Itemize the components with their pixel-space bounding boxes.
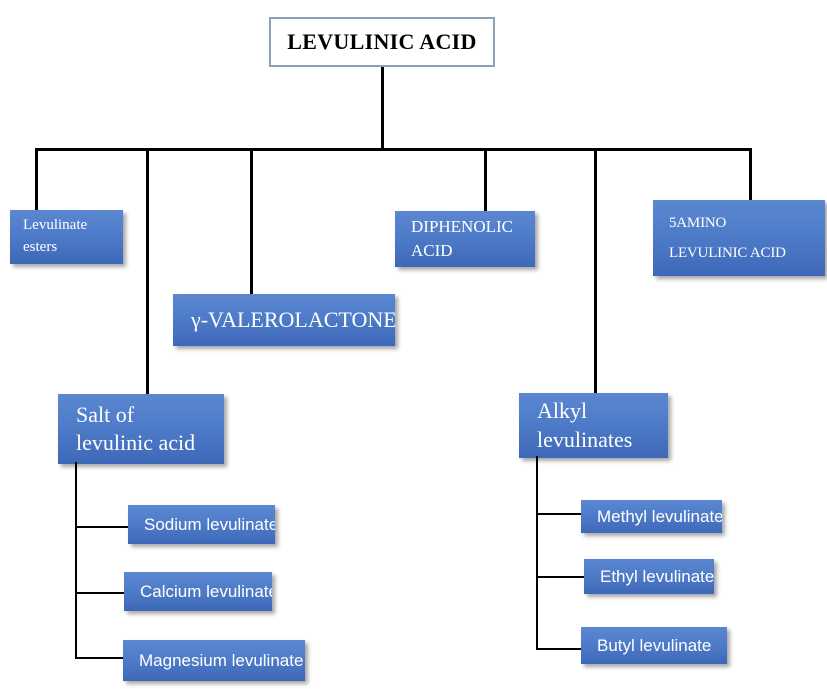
node-label-methyl-levulinate: Methyl levulinate xyxy=(597,506,722,526)
connector-stub-butyl-levulinate xyxy=(536,648,584,650)
node-calcium-levulinate[interactable]: Calcium levulinate xyxy=(124,572,272,611)
node-sodium-levulinate[interactable]: Sodium levulinate xyxy=(128,505,275,544)
node-label-alkyl-levulinates-line1: Alkyl xyxy=(537,398,588,424)
node-methyl-levulinate[interactable]: Methyl levulinate xyxy=(581,500,722,533)
node-salt-of-levulinic-acid[interactable]: Salt of levulinic acid xyxy=(58,394,224,464)
connector-stub-calcium-levulinate xyxy=(75,592,125,594)
node-label-butyl-levulinate: Butyl levulinate xyxy=(597,635,712,655)
node-label-sodium-levulinate: Sodium levulinate xyxy=(144,514,275,534)
connector-spine-alkyl xyxy=(536,456,538,650)
node-label-levulinate-esters-line2: esters xyxy=(23,239,58,255)
connector-root-bar xyxy=(35,148,752,151)
connector-stub-sodium-levulinate xyxy=(75,526,130,528)
connector-drop-levulinate-esters xyxy=(35,148,38,211)
node-5-amino-levulinic-acid[interactable]: 5AMINO LEVULINIC ACID xyxy=(653,200,825,276)
node-butyl-levulinate[interactable]: Butyl levulinate xyxy=(581,627,727,664)
node-label-salt-of-levulinic-acid-line2: levulinic acid xyxy=(76,430,196,455)
node-label-diphenolic-acid-line2: ACID xyxy=(411,241,453,260)
node-magnesium-levulinate[interactable]: Magnesium levulinate xyxy=(123,640,305,681)
node-ethyl-levulinate[interactable]: Ethyl levulinate xyxy=(584,559,714,594)
connector-stub-magnesium-levulinate xyxy=(75,657,125,659)
node-label-levulinate-esters-line1: Levulinate xyxy=(23,217,88,234)
node-levulinic-acid[interactable]: LEVULINIC ACID xyxy=(269,17,495,67)
node-label-salt-of-levulinic-acid-line1: Salt of xyxy=(76,401,135,427)
node-label-diphenolic-acid-line1: DIPHENOLIC xyxy=(411,217,513,237)
node-alkyl-levulinates[interactable]: Alkyl levulinates xyxy=(519,393,668,458)
node-label-5-amino-levulinic-acid-line2: LEVULINIC ACID xyxy=(669,245,786,261)
connector-root-stem xyxy=(381,67,384,150)
connector-drop-alkyl-levulinates xyxy=(594,148,597,393)
connector-drop-gamma-valerolactone xyxy=(250,148,253,294)
connector-stub-methyl-levulinate xyxy=(536,513,584,515)
node-label-calcium-levulinate: Calcium levulinate xyxy=(140,581,272,601)
connector-spine-salt xyxy=(75,462,77,658)
node-label-alkyl-levulinates-line2: levulinates xyxy=(537,426,633,452)
node-label-gamma-valerolactone: γ-VALEROLACTONE xyxy=(191,306,395,332)
node-label-magnesium-levulinate: Magnesium levulinate xyxy=(139,650,304,670)
node-diphenolic-acid[interactable]: DIPHENOLIC ACID xyxy=(395,211,535,267)
node-label-ethyl-levulinate: Ethyl levulinate xyxy=(600,566,714,586)
node-levulinate-esters[interactable]: Levulinate esters xyxy=(10,210,123,264)
connector-drop-5-amino-levulinic-acid xyxy=(749,148,752,200)
node-label-levulinic-acid: LEVULINIC ACID xyxy=(287,29,477,54)
connector-drop-salt-of-levulinic-acid xyxy=(146,148,149,394)
connector-stub-ethyl-levulinate xyxy=(536,576,584,578)
node-gamma-valerolactone[interactable]: γ-VALEROLACTONE xyxy=(173,294,395,346)
connector-drop-diphenolic-acid xyxy=(484,148,487,212)
node-label-5-amino-levulinic-acid-line1: 5AMINO xyxy=(669,215,727,231)
